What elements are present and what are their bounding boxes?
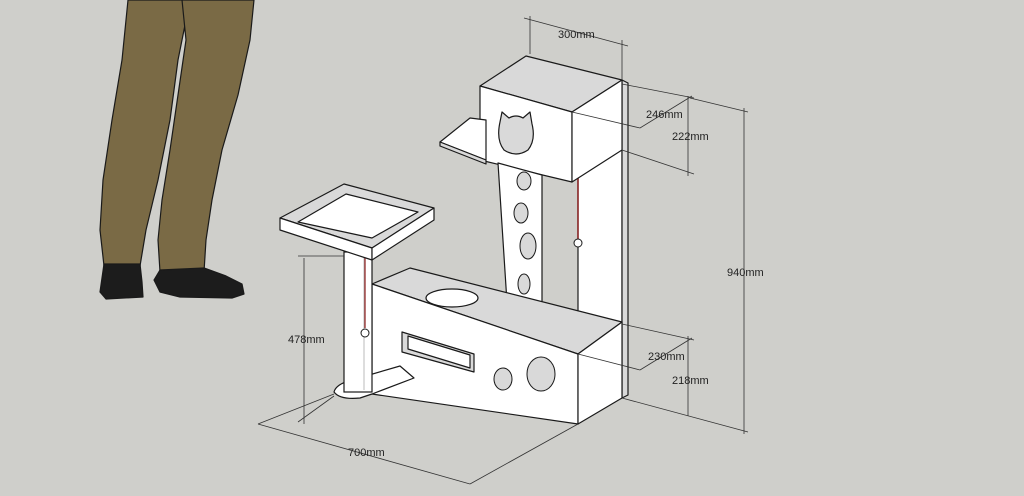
dimension-lines	[257, 16, 749, 485]
dimension-labels: 300mm 246mm 222mm 940mm 478mm 230mm 218m…	[288, 29, 764, 459]
dim-base-depth: 230mm	[648, 351, 685, 363]
scratching-post	[343, 251, 373, 393]
base-top-hole	[425, 288, 479, 308]
dim-width-top: 300mm	[558, 29, 595, 41]
ladder-hole-2	[513, 202, 529, 224]
dim-total-width: 700mm	[348, 447, 385, 459]
base-round-hole-small	[493, 367, 513, 391]
back-panel-ball	[573, 238, 583, 248]
ladder-hole-1	[516, 171, 532, 191]
base-slot-inner	[407, 335, 471, 369]
ladder-hole-4	[517, 273, 531, 295]
cat-head-hole	[498, 111, 534, 155]
person-legs	[99, 0, 255, 300]
base-round-hole-large	[526, 356, 556, 392]
tray-side	[371, 207, 435, 261]
back-panel-shade	[621, 79, 629, 399]
dim-box-depth: 246mm	[646, 109, 683, 121]
right-shoe	[153, 267, 245, 299]
post-ball	[360, 328, 370, 338]
dim-box-height: 222mm	[672, 131, 709, 143]
ladder-hole-3	[519, 232, 537, 260]
left-shoe	[99, 263, 144, 300]
cat-tree	[279, 55, 629, 425]
tray-inner	[297, 193, 419, 239]
upper-side-platform-edge	[439, 141, 487, 165]
dim-post-height: 478mm	[288, 334, 325, 346]
dim-base-height: 218mm	[672, 375, 709, 387]
dim-total-height: 940mm	[727, 267, 764, 279]
